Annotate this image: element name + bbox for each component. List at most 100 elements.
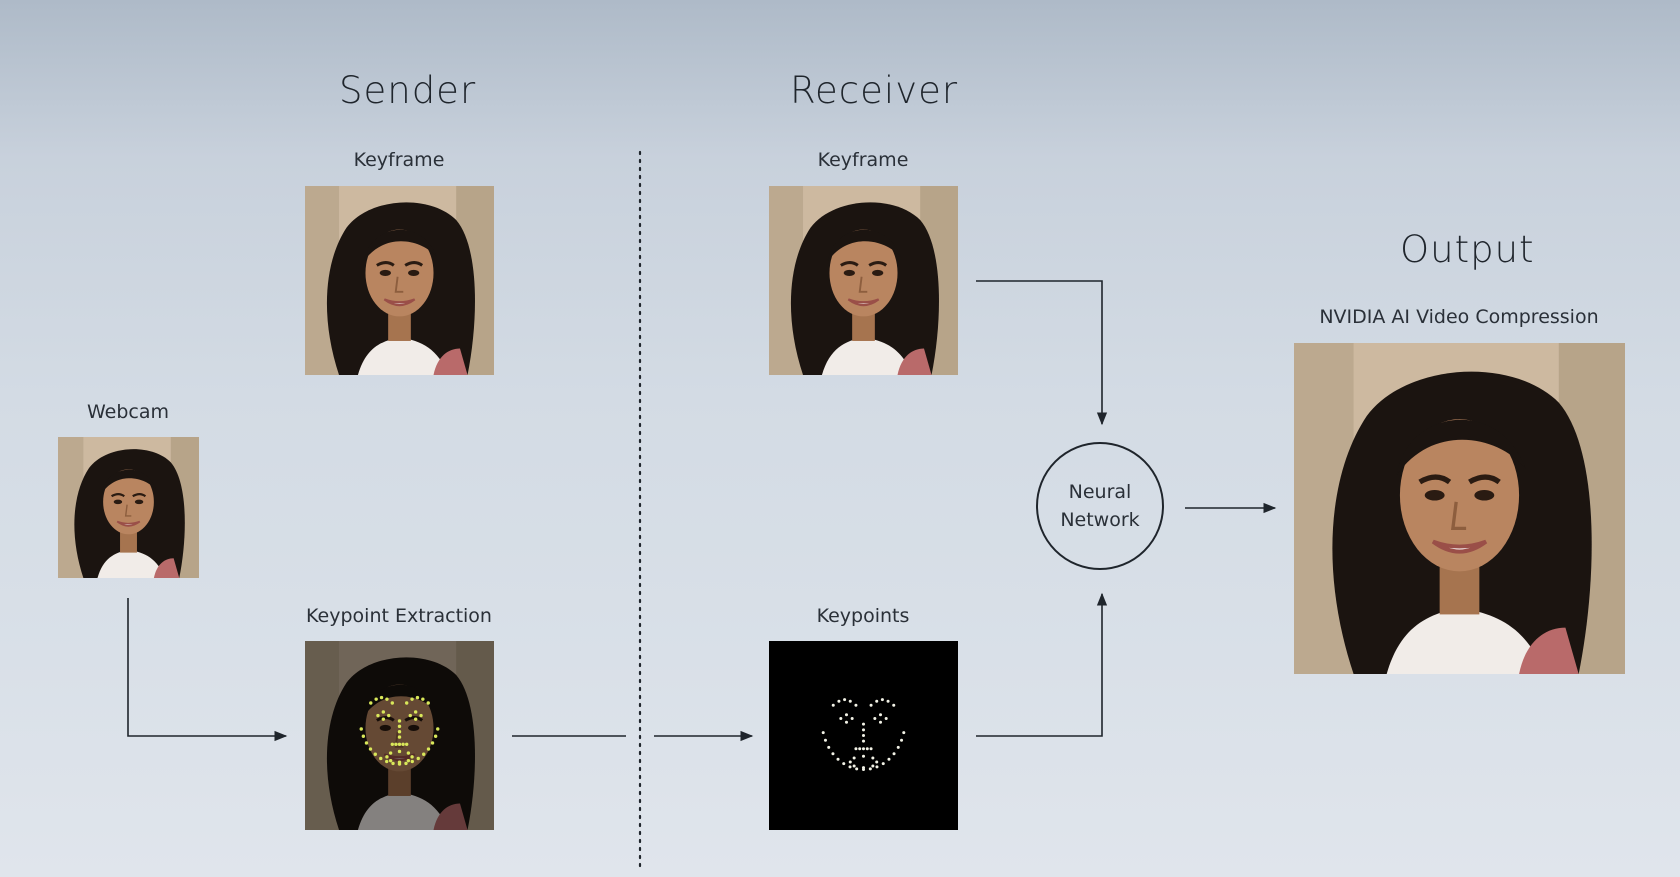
keypoint-dot-icon [422,752,426,756]
keypoint-dot-icon [871,756,875,760]
keypoint-dot-icon [902,731,906,735]
output-caption: NVIDIA AI Video Compression [1319,306,1599,328]
arrow-keypoints-to-network [976,592,1108,737]
keypoint-dot-icon [887,757,891,761]
keypoint-dot-icon [892,703,896,707]
output-image [1294,343,1625,674]
keypoint-dot-icon [359,727,363,731]
keypoint-dot-icon [387,713,391,718]
keypoint-dot-icon [379,756,383,761]
keypoint-dot-icon [404,761,408,766]
keypoint-extraction-image [305,641,494,830]
keypoint-dot-icon [410,759,414,764]
keypoint-dot-icon [430,741,435,745]
keypoint-dot-icon [376,713,380,718]
keypoint-dot-icon [390,701,395,705]
keypoint-extraction-label: Keypoint Extraction [306,605,492,627]
keypoint-dot-icon [878,720,883,724]
face-portrait-icon [769,186,958,375]
keypoint-dot-icon [397,760,402,764]
keypoint-dot-icon [381,717,386,721]
keypoint-dot-icon [844,713,849,717]
keypoint-dot-icon [397,742,402,746]
keypoint-dot-icon [381,710,386,714]
keypoint-dot-icon [852,764,856,768]
keypoint-dot-icon [861,766,866,770]
receiver-heading: Receiver [790,69,959,112]
keypoint-dot-icon [406,758,411,763]
keypoint-dot-icon [869,747,873,751]
keypoint-dot-icon [850,716,854,721]
keypoint-dot-icon [361,734,366,738]
keypoint-dot-icon [861,722,866,726]
keypoint-dot-icon [397,724,402,729]
keypoint-dot-icon [426,747,431,751]
keypoint-dot-icon [390,742,395,746]
keypoint-dot-icon [842,762,846,766]
keypoint-dot-icon [401,742,405,746]
keypoint-dot-icon [848,760,852,764]
keypoint-dot-icon [861,754,866,758]
keypoint-extraction-overlay [305,641,494,830]
keypoints-plot [821,698,906,772]
sender-keyframe-label: Keyframe [353,149,445,171]
keypoint-dot-icon [419,713,423,718]
webcam-label: Webcam [86,401,170,423]
keypoint-dot-icon [861,728,866,732]
output-heading: Output [1400,228,1535,271]
keypoint-dot-icon [861,739,866,743]
keypoint-dot-icon [831,703,835,707]
keypoint-dot-icon [884,716,888,721]
face-portrait-icon [305,186,494,375]
keypoint-dot-icon [836,757,840,761]
keypoints-image [769,641,958,830]
keypoint-dot-icon [410,697,414,701]
neural-network-label-line2: Network [1060,509,1140,531]
keypoint-dot-icon [408,713,412,718]
sender-heading: Sender [339,69,477,112]
keypoint-dot-icon [374,697,378,701]
keypoint-dot-icon [369,701,373,705]
sender-keyframe-image [305,186,494,375]
keypoint-dot-icon [421,697,425,701]
keypoint-dot-icon [868,767,872,771]
receiver-keyframe-label: Keyframe [817,149,909,171]
keypoint-dot-icon [373,752,377,756]
keypoint-dot-icon [404,701,409,705]
keypoint-dot-icon [848,699,852,703]
keypoint-dot-icon [858,747,862,751]
keypoint-dot-icon [839,716,843,721]
webcam-image [58,437,199,578]
face-portrait-icon [58,437,199,578]
keypoint-dot-icon [385,697,389,701]
receiver-keyframe-image [769,186,958,375]
keypoint-dot-icon [875,699,879,703]
keypoint-dot-icon [379,695,384,700]
keypoint-dot-icon [413,710,418,714]
keypoint-dot-icon [416,756,420,761]
keypoint-dot-icon [404,742,409,746]
keypoint-dot-icon [394,742,398,746]
keypoint-dot-icon [831,752,835,756]
keypoint-dot-icon [391,761,395,766]
keypoint-dot-icon [865,747,869,751]
keypoint-dot-icon [388,751,393,755]
keypoint-dot-icon [875,760,879,764]
keypoint-dot-icon [855,767,859,771]
keypoint-dot-icon [886,699,890,703]
keypoint-dot-icon [848,765,852,769]
keypoint-dot-icon [892,752,896,756]
neural-network-label-line1: Neural [1068,481,1132,503]
keypoint-dot-icon [406,751,411,755]
keypoint-dot-icon [364,741,369,745]
keypoint-dot-icon [436,727,440,731]
keypoint-dot-icon [854,747,858,751]
keypoint-dot-icon [827,745,831,749]
neural-network-node: Neural Network [1036,442,1164,570]
keypoint-dot-icon [896,745,900,749]
keypoint-dot-icon [385,759,389,764]
keypoint-dot-icon [875,765,879,769]
keypoint-dot-icon [854,703,858,707]
keypoint-dot-icon [837,699,841,703]
keypoint-dot-icon [871,764,875,768]
